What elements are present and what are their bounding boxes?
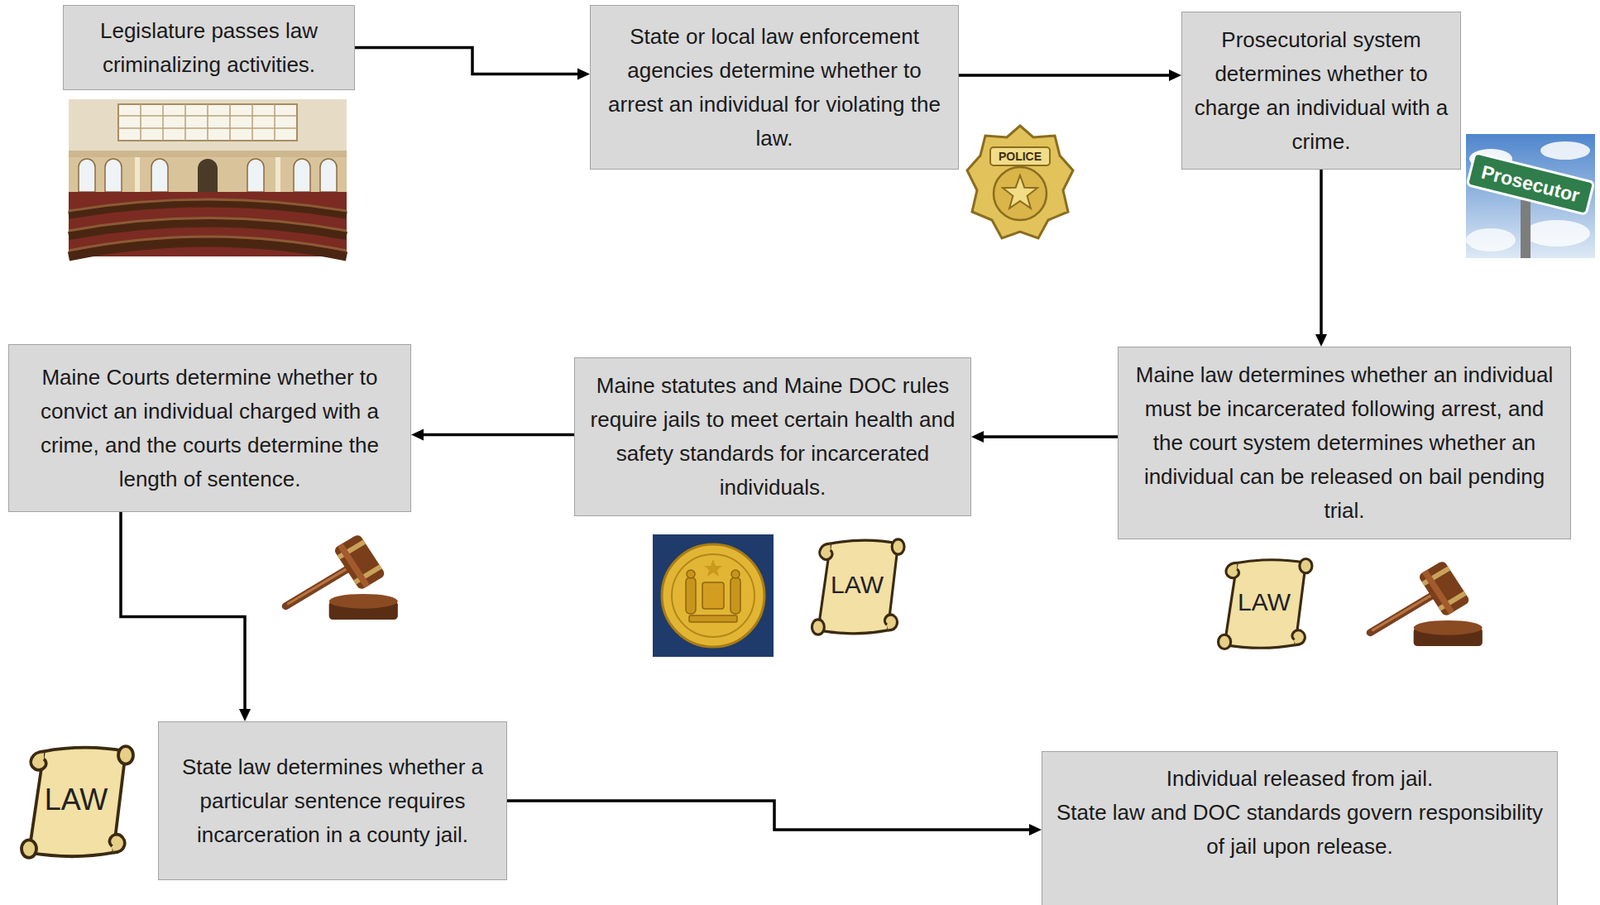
icon-label: LAW [1211, 554, 1317, 651]
illustration-part [686, 570, 695, 579]
illustration-part [1465, 228, 1516, 252]
illustration-part [704, 559, 723, 577]
illustration-part [68, 99, 347, 257]
gavel-icon [285, 533, 398, 620]
illustration-part [967, 125, 1074, 239]
illustration-part [685, 577, 696, 614]
illustration-part [1466, 153, 1594, 216]
arrow-head [1168, 69, 1182, 82]
illustration-part [68, 157, 347, 194]
illustration-part [197, 158, 218, 192]
arrow-head [411, 429, 424, 441]
box-text: Legislature passes law criminalizing act… [73, 14, 345, 82]
illustration-part [1523, 220, 1591, 247]
illustration-part [68, 236, 347, 251]
illustration-part [68, 218, 347, 232]
connector-line [983, 435, 1118, 439]
illustration-part [68, 150, 347, 158]
illustration-part [68, 199, 347, 211]
doc-seal [652, 534, 774, 657]
arrow-head [1029, 823, 1042, 836]
illustration-part [275, 157, 281, 194]
arrow-head [577, 68, 590, 81]
illustration-part [702, 582, 724, 609]
box-text: State law and DOC standards govern respo… [1052, 795, 1548, 864]
box-text: Maine law determines whether an individu… [1128, 358, 1561, 528]
connector-line [354, 47, 578, 75]
illustration-part [671, 554, 755, 638]
process-box: Legislature passes law criminalizing act… [62, 4, 355, 91]
process-box: State law determines whether a particula… [158, 721, 508, 881]
illustration-part [689, 615, 738, 623]
illustration-part [990, 147, 1050, 166]
box-text: Individual released from jail. [1166, 761, 1433, 796]
connector-line [423, 433, 575, 437]
illustration-part [1540, 141, 1591, 160]
icon-label: LAW [805, 534, 909, 636]
connector-arrow [411, 429, 575, 441]
police-badge [967, 125, 1074, 239]
arrow-head [1315, 334, 1327, 347]
connector-line [120, 512, 245, 709]
connector-line [958, 73, 1169, 77]
illustration-part [661, 544, 765, 647]
illustration-part [78, 158, 337, 192]
icon-label: POLICE [990, 147, 1050, 166]
prosecutor-sign [1465, 134, 1596, 259]
connector-arrow [354, 47, 590, 81]
box-text: Maine Courts determine whether to convic… [19, 360, 401, 497]
process-box: Individual released from jail.State law … [1041, 751, 1558, 905]
illustration-part [730, 577, 741, 614]
connector-line [507, 800, 1030, 830]
illustration-part [731, 570, 740, 579]
legislature-photo [68, 99, 347, 257]
process-box: Maine Courts determine whether to convic… [8, 344, 412, 513]
box-text: State or local law enforcement agencies … [600, 19, 949, 156]
connector-arrow [1315, 169, 1327, 347]
illustration-part [134, 157, 140, 194]
box-text: Maine statutes and Maine DOC rules requi… [584, 368, 961, 505]
connector-arrow [120, 512, 251, 722]
process-box: State or local law enforcement agencies … [589, 4, 959, 170]
illustration-part [1466, 153, 1594, 216]
illustration-part [1465, 134, 1596, 259]
illustration-part [1002, 175, 1038, 209]
illustration-part [652, 534, 774, 657]
process-box: Prosecutorial system determines whether … [1181, 11, 1462, 170]
illustration-part [118, 104, 298, 141]
box-text: Prosecutorial system determines whether … [1192, 23, 1451, 159]
connector-arrow [971, 431, 1118, 443]
illustration-part [993, 167, 1047, 221]
illustration-part [118, 104, 298, 141]
process-box: Maine law determines whether an individu… [1117, 346, 1572, 540]
box-text: State law determines whether a particula… [168, 750, 497, 853]
illustration-part [68, 99, 347, 151]
illustration-part [1520, 200, 1531, 259]
arrow-head [239, 708, 251, 722]
connector-arrow [958, 69, 1182, 82]
gavel-icon [1370, 560, 1483, 647]
connector-line [1319, 169, 1323, 335]
arrow-head [971, 431, 984, 443]
illustration-part [68, 191, 347, 257]
process-box: Maine statutes and Maine DOC rules requi… [574, 357, 972, 517]
connector-arrow [507, 800, 1042, 836]
icon-label: LAW [14, 740, 139, 860]
